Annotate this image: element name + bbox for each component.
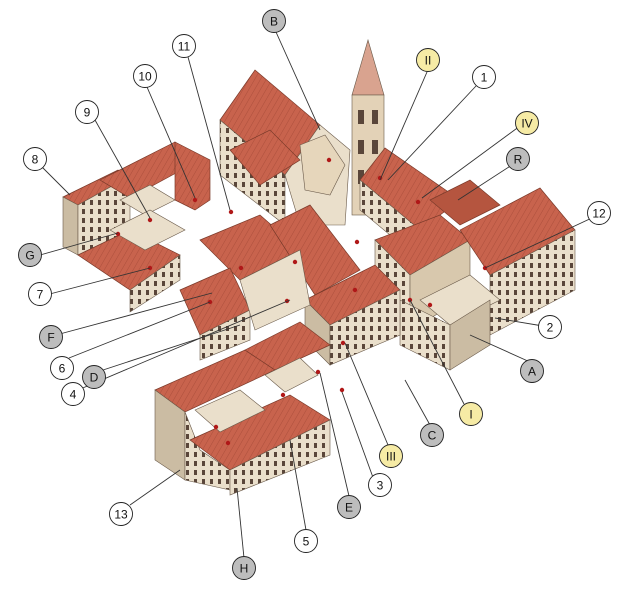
callout-num-2: 2 (538, 315, 562, 339)
callout-text: E (345, 500, 353, 514)
callout-text: III (386, 449, 396, 463)
callout-let-C: C (420, 423, 444, 447)
callout-num-10: 10 (133, 64, 157, 88)
callout-let-H: H (232, 556, 256, 580)
callout-text: R (514, 152, 523, 166)
callout-circle (379, 444, 403, 468)
callout-num-6: 6 (50, 356, 74, 380)
callout-circle (133, 64, 157, 88)
callout-text: 1 (481, 70, 488, 84)
middle-connector (179, 204, 401, 366)
callout-num-7: 7 (28, 282, 52, 306)
callout-text: D (90, 370, 99, 384)
callout-circle (28, 282, 52, 306)
callout-circle (18, 243, 42, 267)
callout-circle (506, 147, 530, 171)
callout-rom-II: II (416, 48, 440, 72)
callout-text: 2 (547, 320, 554, 334)
callout-let-E: E (337, 495, 361, 519)
callout-let-D: D (82, 365, 106, 389)
callout-text: II (425, 53, 432, 67)
callout-text: I (469, 407, 472, 421)
callout-circle (82, 365, 106, 389)
callout-let-F: F (39, 325, 63, 349)
callout-num-12: 12 (587, 201, 611, 225)
callout-circle (61, 382, 85, 406)
callout-num-9: 9 (75, 100, 99, 124)
callout-text: 8 (32, 152, 39, 166)
callout-text: 5 (303, 534, 310, 548)
callout-let-R: R (506, 147, 530, 171)
callout-text: F (47, 330, 54, 344)
leader-lines (39, 31, 597, 559)
callout-text: 6 (59, 361, 66, 375)
callout-num-11: 11 (172, 34, 196, 58)
west-wing (62, 141, 211, 313)
callout-circle (472, 65, 496, 89)
callout-let-A: A (520, 359, 544, 383)
callout-num-3: 3 (368, 473, 392, 497)
callout-circle (515, 111, 539, 135)
callout-text: 4 (70, 387, 77, 401)
callout-num-1: 1 (472, 65, 496, 89)
callout-circle (538, 315, 562, 339)
callout-text: 3 (377, 478, 384, 492)
callout-text: B (270, 14, 278, 28)
callout-text: 9 (84, 105, 91, 119)
callout-num-4: 4 (61, 382, 85, 406)
callout-text: 13 (114, 507, 128, 521)
callout-circle (420, 423, 444, 447)
callout-circle (459, 402, 483, 426)
location-dots (115, 157, 488, 446)
callout-circle (262, 9, 286, 33)
callout-circle (416, 48, 440, 72)
callout-text: G (25, 248, 34, 262)
callout-rom-III: III (379, 444, 403, 468)
callout-circle (172, 34, 196, 58)
callout-let-B: B (262, 9, 286, 33)
callout-text: IV (521, 116, 532, 130)
south-wing (154, 321, 331, 496)
callout-rom-IV: IV (515, 111, 539, 135)
callout-circle (587, 201, 611, 225)
callout-num-5: 5 (294, 529, 318, 553)
callout-rom-I: I (459, 402, 483, 426)
cathedral-b (219, 69, 351, 226)
callout-circle (23, 147, 47, 171)
callout-circle (50, 356, 74, 380)
callout-text: 11 (178, 39, 191, 53)
buildings-layer (62, 38, 576, 496)
callout-num-8: 8 (23, 147, 47, 171)
callout-circle (337, 495, 361, 519)
callout-num-13: 13 (109, 502, 133, 526)
callout-circle (39, 325, 63, 349)
callout-text: 12 (592, 206, 606, 220)
callout-text: 7 (37, 287, 44, 301)
callout-circle (520, 359, 544, 383)
callout-circle (368, 473, 392, 497)
callout-text: H (240, 561, 249, 575)
callout-let-G: G (18, 243, 42, 267)
callout-text: 10 (138, 69, 152, 83)
callout-circle (294, 529, 318, 553)
callout-circle (75, 100, 99, 124)
callout-circle (109, 502, 133, 526)
callout-text: C (428, 428, 437, 442)
callout-circle (232, 556, 256, 580)
callout-text: A (528, 364, 536, 378)
